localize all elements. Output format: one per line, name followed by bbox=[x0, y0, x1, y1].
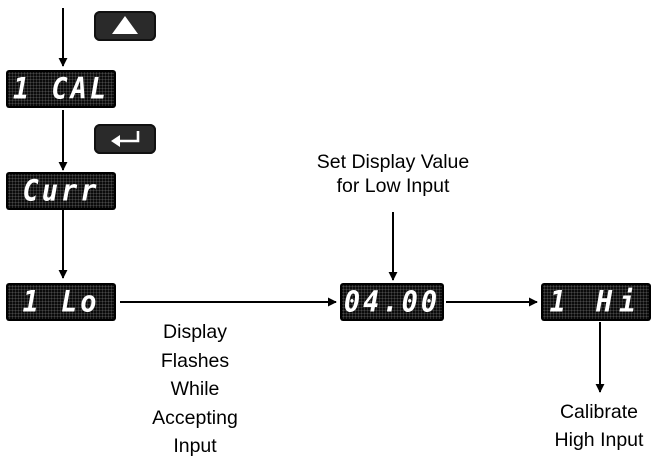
display-hi: 1 Hi bbox=[541, 283, 651, 321]
up-key[interactable] bbox=[94, 11, 156, 41]
label-line: Set Display Value bbox=[316, 151, 470, 173]
display-lo: 1 Lo bbox=[6, 283, 116, 321]
enter-key[interactable] bbox=[94, 124, 156, 154]
display-cal-text: 1 CAL bbox=[12, 72, 110, 106]
display-value-text: 04.00 bbox=[343, 285, 441, 319]
display-cal: 1 CAL bbox=[6, 70, 116, 108]
label-display-flashes: Display Flashes While Accepting Input bbox=[130, 318, 260, 461]
up-arrow-key-icon bbox=[112, 16, 138, 34]
label-line: High Input bbox=[554, 429, 644, 451]
label-calibrate-high: Calibrate High Input bbox=[540, 398, 658, 454]
label-line: Flashes bbox=[160, 349, 230, 372]
label-line: Input bbox=[173, 435, 217, 457]
label-line: for Low Input bbox=[336, 175, 450, 197]
label-line: Display bbox=[163, 321, 227, 343]
enter-key-icon bbox=[111, 131, 140, 147]
display-lo-text: 1 Lo bbox=[22, 285, 100, 319]
label-line: While bbox=[170, 378, 220, 400]
label-line: Calibrate bbox=[559, 401, 639, 423]
display-value: 04.00 bbox=[340, 283, 444, 321]
label-line: Accepting bbox=[152, 406, 238, 429]
display-curr-text: Curr bbox=[22, 174, 100, 208]
display-curr: Curr bbox=[6, 172, 116, 210]
label-set-display-value: Set Display Value for Low Input bbox=[280, 150, 506, 198]
display-hi-text: 1 Hi bbox=[549, 285, 643, 319]
